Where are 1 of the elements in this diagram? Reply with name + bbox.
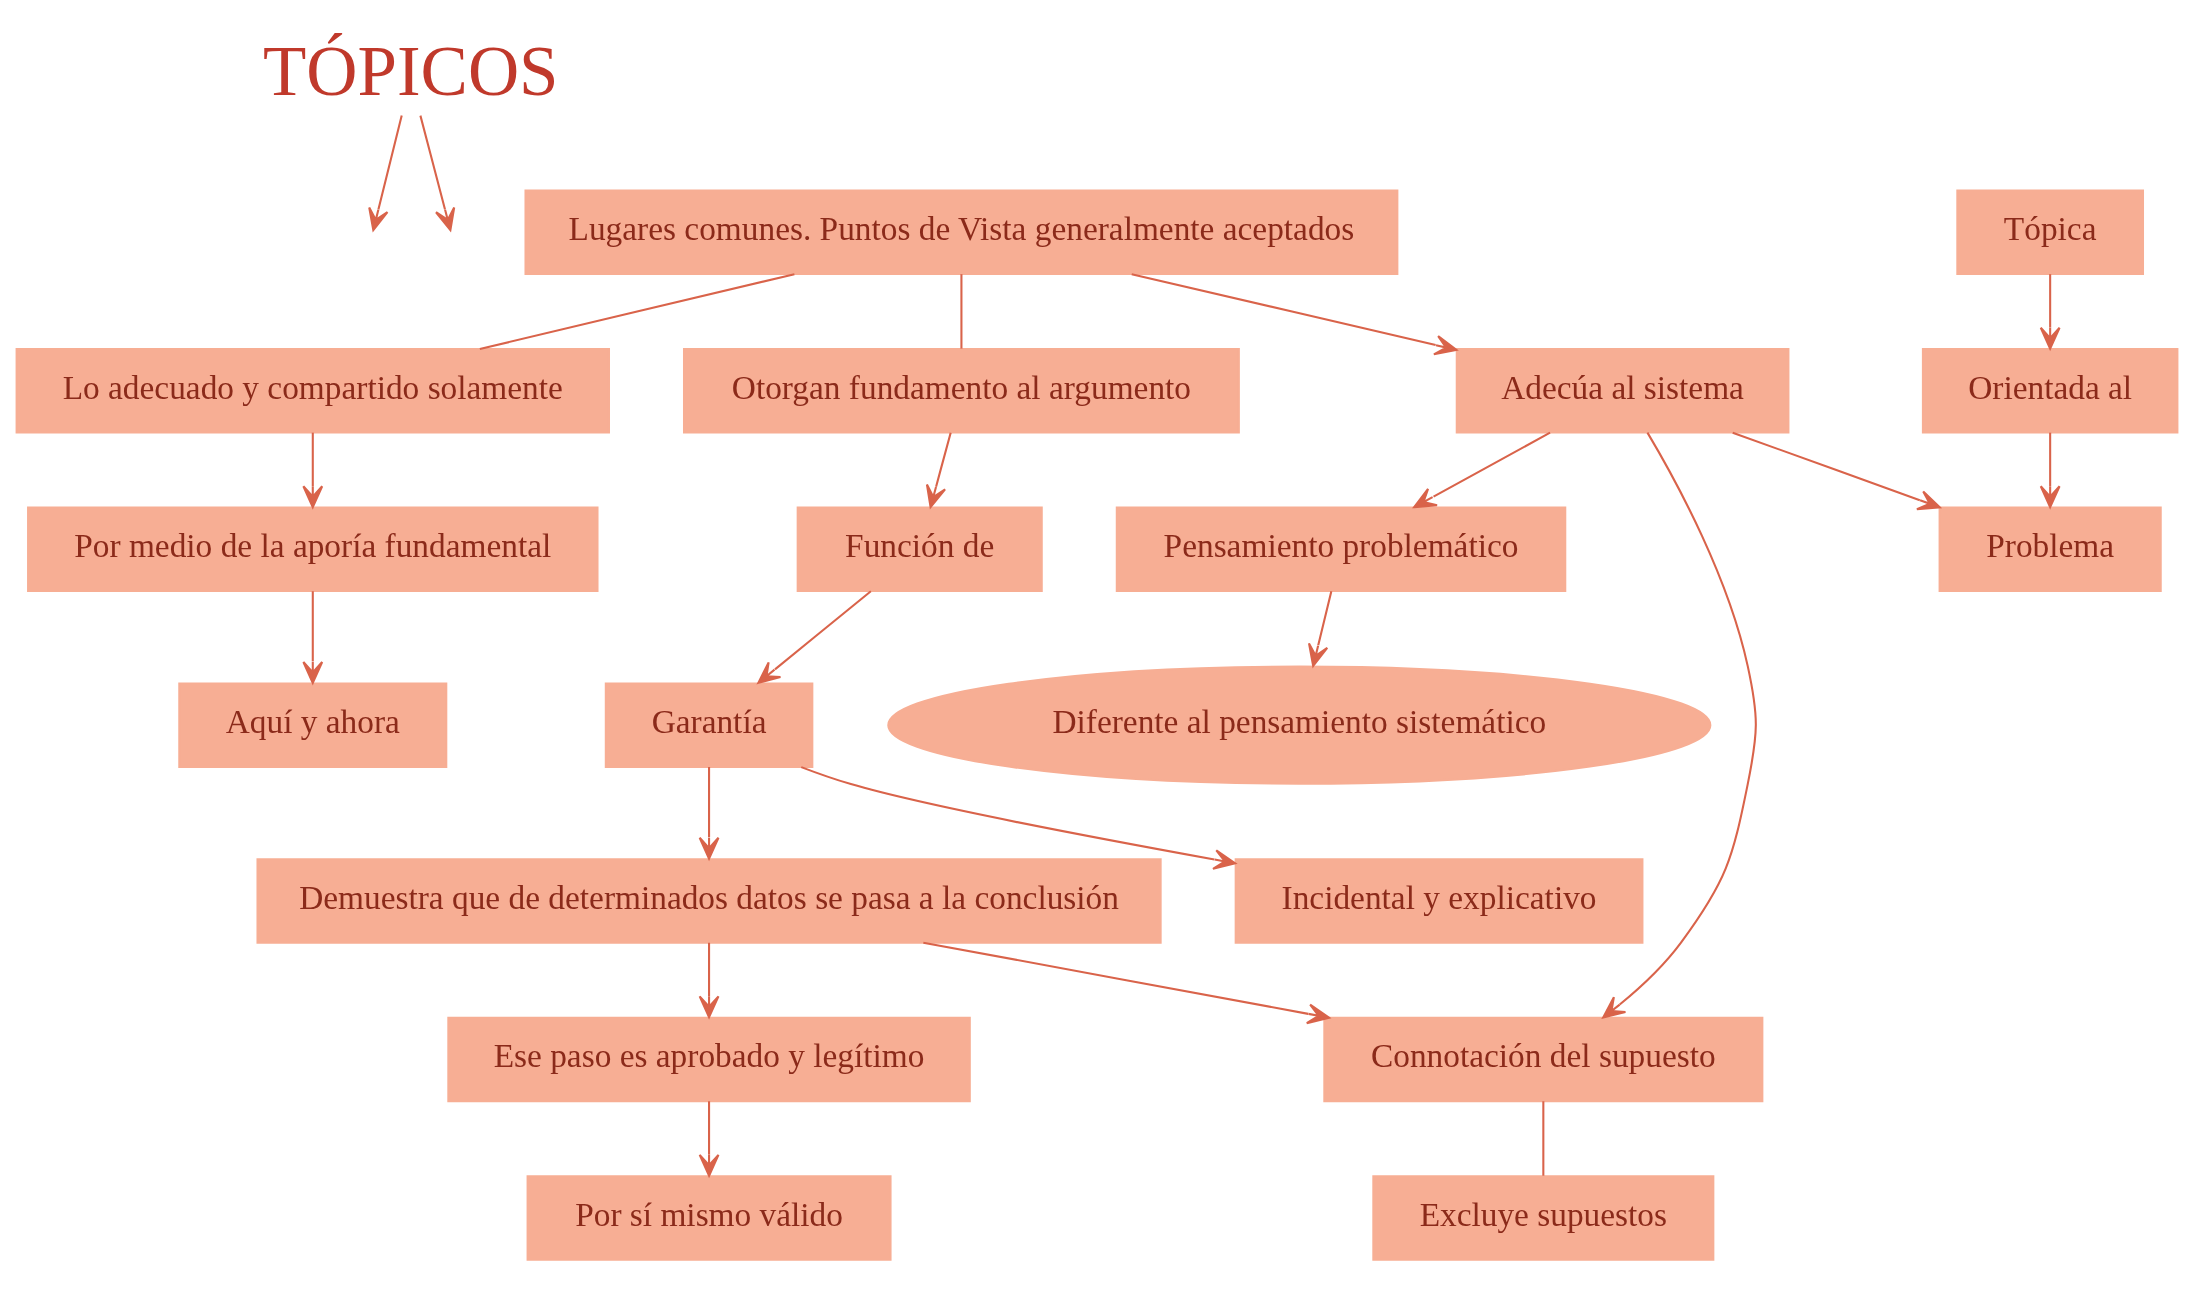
node-text: TÓPICOS <box>263 32 559 111</box>
